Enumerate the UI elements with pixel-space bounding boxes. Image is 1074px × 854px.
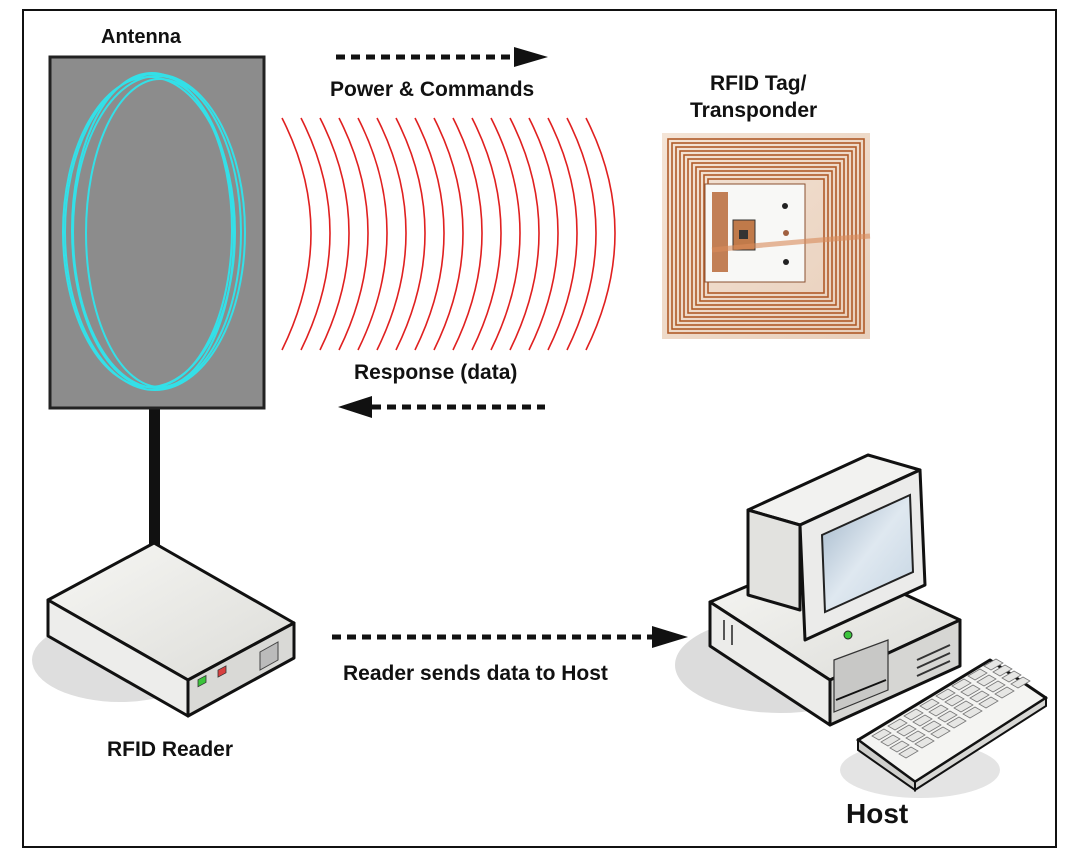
- antenna-pole: [149, 405, 160, 545]
- tag-coil-ring: [699, 170, 833, 302]
- antenna-coil: [62, 72, 246, 391]
- rf-wave-arc: [338, 117, 369, 351]
- keyboard-key: [898, 746, 919, 759]
- keyboard-key: [951, 678, 972, 691]
- keyboard-key: [905, 730, 926, 743]
- rfid-tag-image: [662, 133, 871, 339]
- rf-wave-arc: [528, 117, 559, 351]
- rf-wave-arc: [395, 117, 426, 351]
- rf-wave-arc: [490, 117, 521, 351]
- rf-wave-arc: [414, 117, 445, 351]
- keyboard-key: [960, 684, 981, 697]
- rf-wave-arc: [376, 117, 407, 351]
- diagram-frame: [22, 9, 1057, 848]
- tag-coil-ring: [703, 174, 829, 298]
- reader-led-red: [217, 665, 227, 678]
- rf-wave-arc: [300, 117, 331, 351]
- keyboard-key: [967, 668, 988, 681]
- reader-sends-label: Reader sends data to Host: [343, 662, 608, 685]
- keyboard-key: [930, 726, 951, 739]
- keyboard-key: [944, 694, 965, 707]
- rf-wave-arc: [566, 117, 597, 351]
- keyboard-key: [937, 710, 958, 723]
- keyboard-key: [983, 658, 1004, 671]
- keyboard-key: [935, 688, 956, 701]
- keyboard-key: [889, 740, 910, 753]
- rf-wave-arc: [357, 117, 388, 351]
- reader-to-host-arrow: [332, 626, 688, 648]
- keyboard-key: [1010, 676, 1031, 689]
- keyboard-key: [887, 718, 908, 731]
- keyboard-key: [962, 706, 983, 719]
- rf-waves: [281, 117, 616, 351]
- keyboard-key: [1001, 670, 1022, 683]
- power-commands-arrow: [336, 47, 548, 67]
- rf-wave-arc: [471, 117, 502, 351]
- rf-wave-arc: [433, 117, 464, 351]
- keyboard-key: [903, 708, 924, 721]
- keyboard-key: [969, 690, 990, 703]
- keyboard-key: [946, 716, 967, 729]
- power-commands-label: Power & Commands: [330, 78, 535, 101]
- antenna-label: Antenna: [101, 26, 181, 48]
- tag-label-line2: Transponder: [690, 99, 818, 122]
- rf-wave-arc: [452, 117, 483, 351]
- rf-wave-arc: [281, 117, 312, 351]
- response-label: Response (data): [354, 361, 518, 384]
- keyboard-key: [978, 696, 999, 709]
- rfid-reader-label: RFID Reader: [107, 738, 234, 761]
- antenna-panel: [48, 55, 266, 410]
- keyboard-key: [912, 714, 933, 727]
- rfid-reader-device: [32, 541, 296, 718]
- rf-wave-arc: [547, 117, 578, 351]
- keyboard-key: [921, 720, 942, 733]
- desktop-computer-icon: [675, 453, 1048, 798]
- keyboard-key: [880, 734, 901, 747]
- rf-wave-arc: [319, 117, 350, 351]
- reader-led-green: [197, 674, 207, 688]
- host-label: Host: [846, 798, 909, 829]
- keyboard-key: [953, 700, 974, 713]
- keyboard-key: [896, 724, 917, 737]
- tag-coil-ring: [695, 166, 837, 306]
- reader-port: [259, 641, 279, 671]
- keyboard-key: [992, 664, 1013, 677]
- keyboard-key: [994, 686, 1015, 699]
- keyboard-key: [928, 704, 949, 717]
- rf-wave-arc: [509, 117, 540, 351]
- power-led: [843, 630, 853, 640]
- keyboard-key: [871, 728, 892, 741]
- keyboard-key: [919, 698, 940, 711]
- response-arrow: [338, 396, 545, 418]
- tag-label-line1: RFID Tag/: [710, 72, 807, 95]
- keyboard-key: [914, 736, 935, 749]
- keyboard-key: [976, 674, 997, 687]
- keyboard-key: [985, 680, 1006, 693]
- rf-wave-arc: [585, 117, 616, 351]
